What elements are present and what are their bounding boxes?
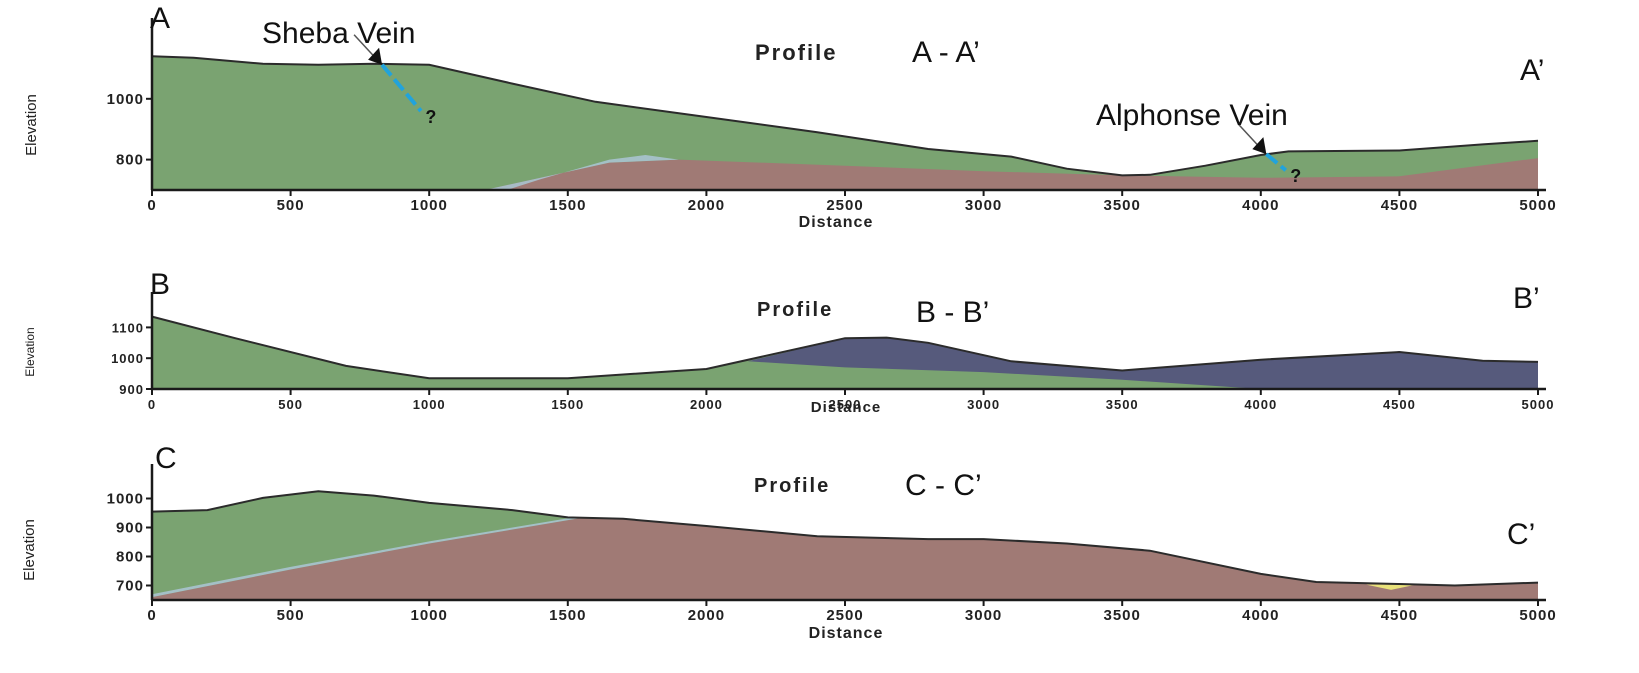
sheba-vein-label: Sheba Vein [262, 17, 415, 50]
profile-a-x-tick-label: 4000 [1242, 197, 1279, 214]
profile-a-end-label: A’ [1520, 54, 1544, 87]
profile-a-vein-question-0: ? [425, 107, 436, 127]
profile-b-x-tick-label: 5000 [1522, 397, 1555, 412]
profile-a-x-tick-label: 2500 [826, 197, 863, 214]
profile-a-vein-arrowhead-0 [368, 47, 383, 65]
profile-a-vein-arrowhead-1 [1252, 137, 1267, 155]
profile-c-y-tick-label: 900 [116, 520, 144, 537]
profile-c-x-tick-label: 4000 [1242, 607, 1279, 624]
profile-c-plot: 0 500 1000 1500 2000 2500 3000 3500 4000 4500 5000… [107, 464, 1556, 624]
profile-a-x-tick-label: 3000 [965, 197, 1002, 214]
profile-b-section-label: B - B’ [916, 296, 989, 329]
profile-b-x-tick-label: 0 [148, 397, 156, 412]
profile-c-y-tick-label: 1000 [107, 491, 144, 508]
profile-a-unit-band-1 [484, 155, 679, 190]
profile-c-y-axis-label: Elevation [21, 519, 38, 581]
profile-a-plot: 0 500 1000 1500 2000 2500 3000 3500 4000 4500 5000… [107, 18, 1556, 214]
profile-c-y-tick-label: 800 [116, 549, 144, 566]
profile-b-surface-line [151, 315, 1539, 380]
profile-a-panel: 0 500 1000 1500 2000 2500 3000 3500 4000 4500 5000… [23, 2, 1556, 231]
profile-a-x-tick-label: 3500 [1104, 197, 1141, 214]
profile-b-x-tick-label: 1500 [551, 397, 584, 412]
profile-b-x-tick-label: 1000 [413, 397, 446, 412]
profile-a-unit-intrusive-2 [1344, 170, 1538, 190]
profile-b-profile-word: Profile [757, 299, 833, 321]
profile-c-x-tick-label: 4500 [1381, 607, 1418, 624]
profile-a-x-tick-label: 0 [147, 197, 156, 214]
profile-a-y-tick-label: 1000 [107, 91, 144, 108]
profile-a-x-tick-label: 1000 [411, 197, 448, 214]
profile-a-x-tick-label: 500 [277, 197, 305, 214]
profile-c-x-tick-label: 2500 [826, 607, 863, 624]
profile-a-y-axis-label: Elevation [23, 94, 40, 156]
profile-b-x-axis-label: Distance [811, 399, 882, 416]
profile-a-y-tick-label: 800 [116, 152, 144, 169]
profile-c-x-tick-label: 1000 [411, 607, 448, 624]
profile-b-unit-dark_unit-0 [748, 337, 1538, 389]
profile-b-x-tick-label: 2500 [829, 397, 862, 412]
profile-a-x-tick-label: 1500 [549, 197, 586, 214]
profile-c-x-tick-label: 5000 [1519, 607, 1556, 624]
profile-c-end-label: C’ [1507, 518, 1535, 551]
profile-b-x-tick-label: 3000 [967, 397, 1000, 412]
profile-a-vein-question-1: ? [1290, 166, 1301, 186]
profile-c-x-tick-label: 2000 [688, 607, 725, 624]
profile-a-vein-line-1 [1265, 152, 1288, 172]
profile-c-x-axis-label: Distance [809, 625, 884, 642]
profile-b-x-tick-label: 500 [278, 397, 303, 412]
profile-b-y-tick-label: 900 [119, 382, 144, 397]
profile-c-profile-word: Profile [754, 475, 830, 497]
profile-c-panel: 0 500 1000 1500 2000 2500 3000 3500 4000 4500 5000… [21, 442, 1556, 642]
profile-a-x-tick-label: 2000 [688, 197, 725, 214]
profile-b-y-tick-label: 1000 [111, 351, 144, 366]
profile-c-surface-line [151, 490, 1539, 587]
profile-a-x-tick-label: 4500 [1381, 197, 1418, 214]
profile-c-x-tick-label: 3500 [1104, 607, 1141, 624]
profile-a-surface-line [151, 55, 1539, 177]
profile-b-x-tick-label: 3500 [1106, 397, 1139, 412]
profile-b-y-axis-label: Elevation [23, 327, 37, 376]
profile-b-plot: 0 500 1000 1500 2000 2500 3000 3500 4000 4500 5000… [111, 292, 1555, 412]
profile-c-y-tick-label: 700 [116, 578, 144, 595]
profile-a-profile-word: Profile [755, 40, 837, 65]
profile-c-unit-intrusive-0 [152, 517, 1538, 600]
profile-a-start-label: A [150, 2, 170, 35]
profile-b-end-label: B’ [1513, 282, 1540, 315]
profile-c-section-label: C - C’ [905, 469, 982, 502]
profile-a-x-axis-label: Distance [799, 214, 874, 231]
profile-b-x-tick-label: 2000 [690, 397, 723, 412]
profile-b-start-label: B [150, 268, 170, 301]
profile-b-panel: 0 500 1000 1500 2000 2500 3000 3500 4000 4500 5000… [23, 268, 1555, 416]
alphonse-vein-label: Alphonse Vein [1096, 99, 1288, 132]
profile-c-x-tick-label: 0 [147, 607, 156, 624]
profile-b-x-tick-label: 4000 [1244, 397, 1277, 412]
profile-c-x-tick-label: 1500 [549, 607, 586, 624]
profile-a-unit-intrusive-0 [484, 158, 1539, 190]
profile-c-unit-yellow-2 [1366, 584, 1416, 590]
profile-a-host-rock [152, 56, 1538, 191]
profile-b-x-tick-label: 4500 [1383, 397, 1416, 412]
profile-a-x-tick-label: 5000 [1519, 197, 1556, 214]
profile-c-start-label: C [155, 442, 177, 475]
profile-a-section-label: A - A’ [912, 36, 980, 69]
profile-c-x-tick-label: 3000 [965, 607, 1002, 624]
profile-a-vein-line-0 [380, 63, 423, 113]
profile-b-y-tick-label: 1100 [112, 320, 144, 335]
profile-c-x-tick-label: 500 [277, 607, 305, 624]
